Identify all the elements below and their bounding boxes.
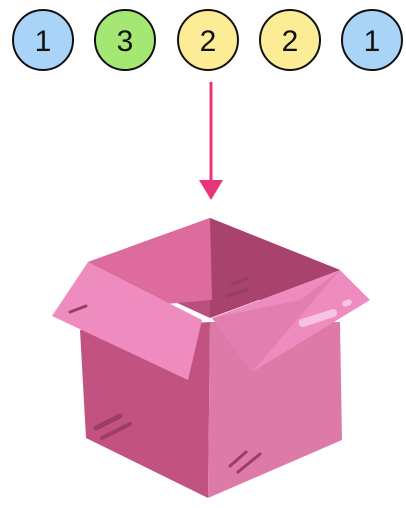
down-arrow-icon	[199, 82, 223, 200]
ball-3: 2	[178, 10, 238, 70]
ball-label: 1	[364, 25, 381, 58]
ball-1: 1	[13, 10, 73, 70]
ball-label: 2	[200, 25, 217, 58]
ball-row: 1 3 2 2 1	[13, 10, 402, 70]
ball-label: 3	[117, 25, 134, 58]
ball-label: 2	[282, 25, 299, 58]
ball-2: 3	[95, 10, 155, 70]
ball-label: 1	[35, 25, 52, 58]
ball-4: 2	[260, 10, 320, 70]
open-box-icon	[52, 218, 370, 498]
ball-5: 1	[342, 10, 402, 70]
